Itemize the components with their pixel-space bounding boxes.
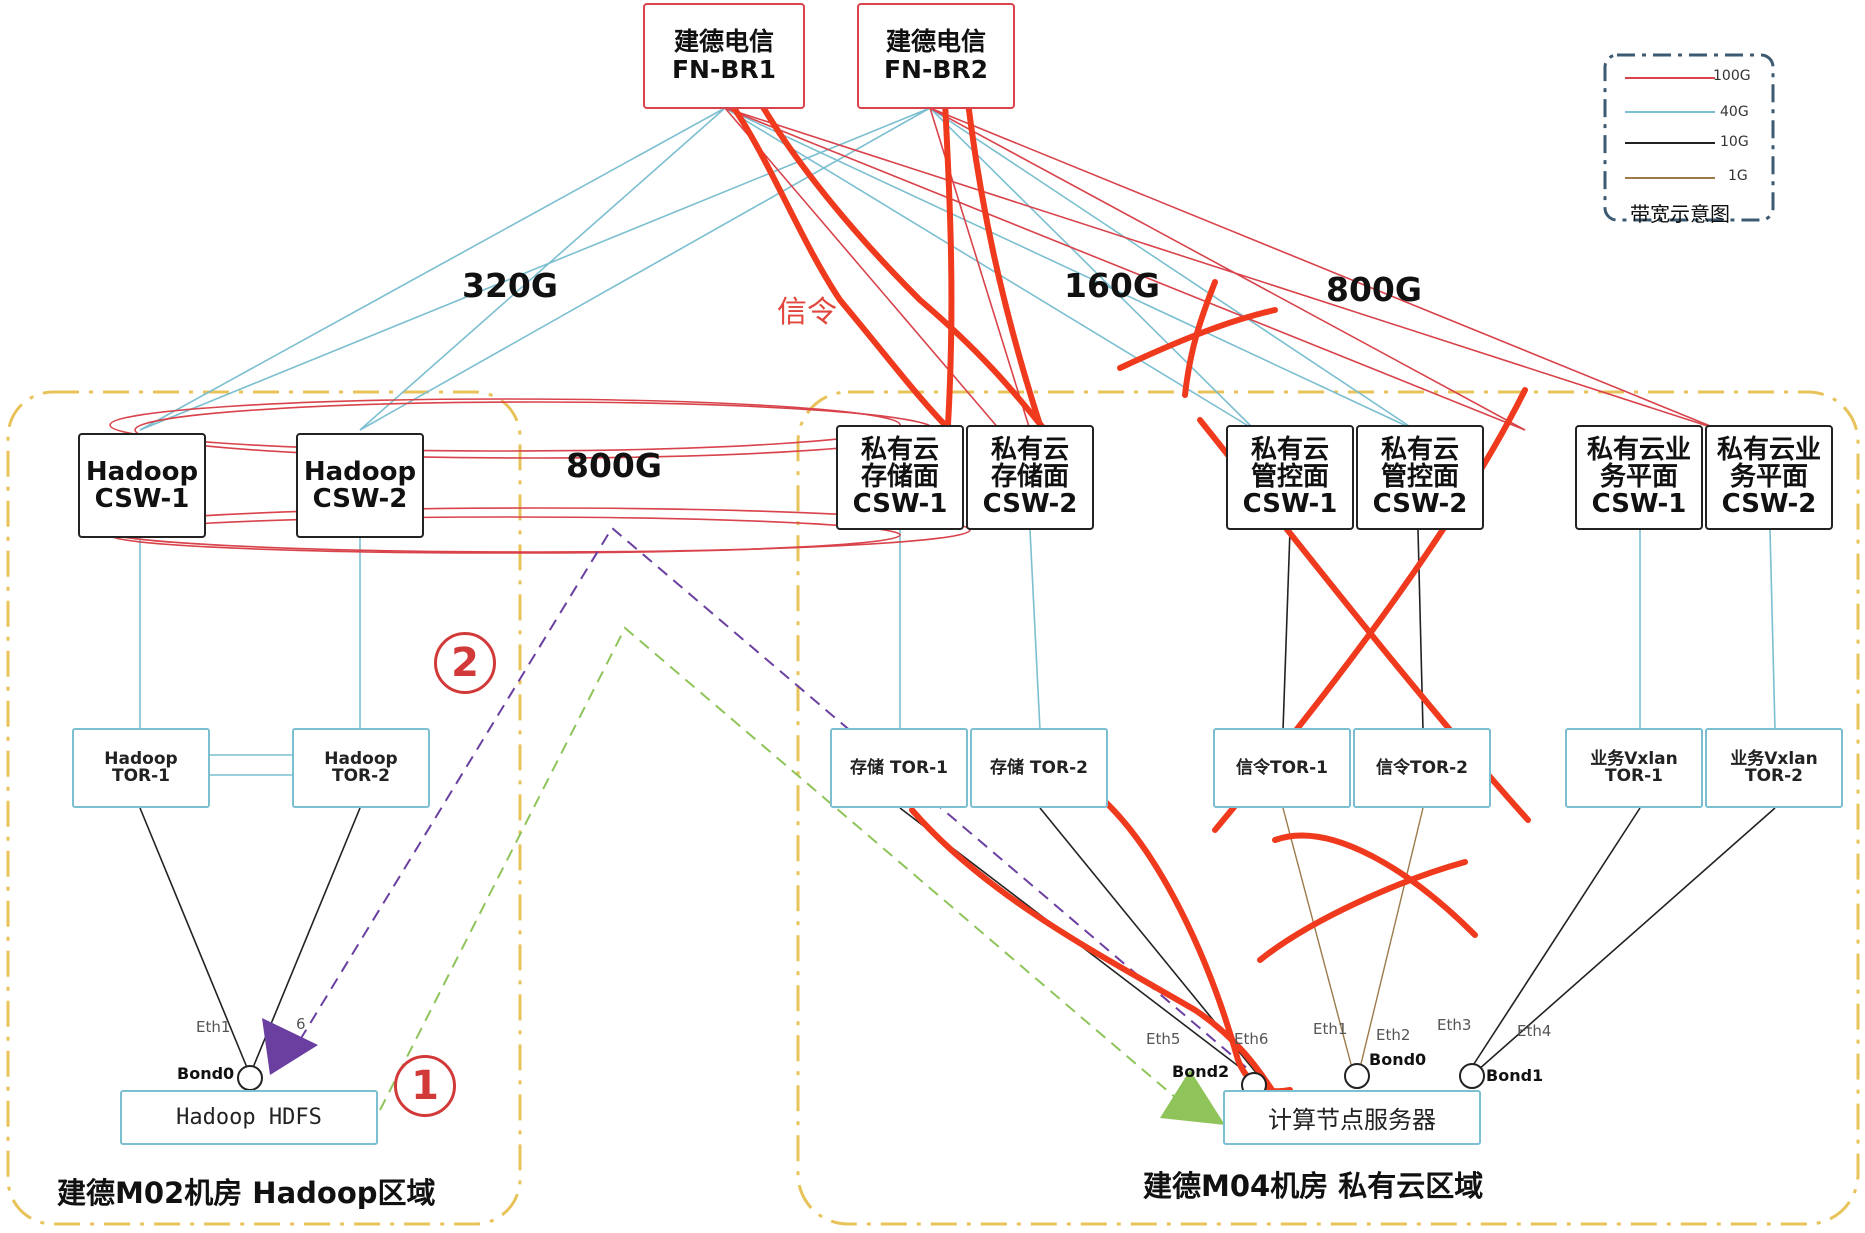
- hadoop-tor-2: Hadoop TOR-2: [292, 728, 430, 808]
- legend-box: [1603, 53, 1775, 222]
- private-cloud-zone-label: 建德M04机房 私有云区域: [1143, 1169, 1484, 1203]
- hadoop-bond0-label: Bond0: [177, 1064, 235, 1083]
- hadoop-csw-1: Hadoop CSW-1: [78, 433, 206, 538]
- legend-label-10g: 10G: [1720, 134, 1749, 150]
- compute-port-eth5: Eth5: [1146, 1030, 1181, 1048]
- legend-label-1g: 1G: [1728, 168, 1748, 184]
- step-2-marker: 2: [434, 632, 496, 694]
- step-1-marker: 1: [394, 1055, 456, 1117]
- control-csw-2: 私有云 管控面 CSW-2: [1356, 425, 1484, 530]
- private-cloud-zone-box: [796, 390, 1860, 1226]
- hadoop-port-eth1: Eth1: [196, 1018, 231, 1036]
- signal-tor-1: 信令TOR-1: [1213, 728, 1351, 808]
- compute-port-eth6: Eth6: [1234, 1030, 1269, 1048]
- fn-br2-router: 建德电信 FN-BR2: [857, 3, 1015, 109]
- compute-bond2-label: Bond2: [1172, 1062, 1230, 1081]
- traffic-path-purple: [299, 526, 1256, 1076]
- links-1g: [1282, 807, 1424, 1069]
- hadoop-port-eth6: 6: [296, 1015, 306, 1033]
- compute-node-server: 计算节点服务器: [1223, 1090, 1481, 1145]
- storage-csw-1: 私有云 存储面 CSW-1: [836, 425, 964, 530]
- hadoop-hdfs-server: Hadoop HDFS: [120, 1090, 378, 1145]
- business-csw-1: 私有云业 务平面 CSW-1: [1575, 425, 1703, 530]
- hadoop-bond0-circle: [237, 1065, 263, 1091]
- bandwidth-label-160g: 160G: [1064, 266, 1160, 305]
- vxlan-tor-2: 业务Vxlan TOR-2: [1705, 728, 1843, 808]
- legend-label-40g: 40G: [1720, 104, 1749, 120]
- compute-bond0-circle: [1344, 1063, 1370, 1089]
- compute-port-eth4: Eth4: [1517, 1022, 1552, 1040]
- purple-arrowhead: [262, 1018, 318, 1075]
- traffic-path-green: [379, 626, 1191, 1111]
- hadoop-zone-box: [6, 390, 522, 1226]
- red-hand-markers: [727, 99, 1531, 1095]
- hadoop-zone-label: 建德M02机房 Hadoop区域: [57, 1176, 436, 1210]
- compute-bond1-label: Bond1: [1486, 1066, 1544, 1085]
- signal-tor-2: 信令TOR-2: [1353, 728, 1491, 808]
- storage-tor-1: 存储 TOR-1: [830, 728, 968, 808]
- fn-br1-router: 建德电信 FN-BR1: [643, 3, 805, 109]
- business-csw-2: 私有云业 务平面 CSW-2: [1705, 425, 1833, 530]
- compute-bond0-label: Bond0: [1369, 1050, 1427, 1069]
- hadoop-tor-1: Hadoop TOR-1: [72, 728, 210, 808]
- green-arrowhead: [1160, 1070, 1225, 1125]
- legend-label-100g: 100G: [1713, 68, 1751, 84]
- legend-title: 带宽示意图: [1630, 202, 1730, 226]
- bandwidth-label-320g: 320G: [462, 266, 558, 305]
- compute-port-eth3: Eth3: [1437, 1016, 1472, 1034]
- bandwidth-label-800g-top: 800G: [1326, 270, 1422, 309]
- compute-bond1-circle: [1459, 1063, 1485, 1089]
- compute-port-eth2: Eth2: [1376, 1026, 1411, 1044]
- links-40g: [139, 107, 1776, 776]
- hadoop-csw-2: Hadoop CSW-2: [296, 433, 424, 538]
- compute-port-eth1: Eth1: [1313, 1020, 1348, 1038]
- bandwidth-label-800g-middle: 800G: [566, 446, 662, 485]
- signal-annotation: 信令: [777, 295, 837, 330]
- vxlan-tor-1: 业务Vxlan TOR-1: [1565, 728, 1703, 808]
- storage-csw-2: 私有云 存储面 CSW-2: [966, 425, 1094, 530]
- storage-tor-2: 存储 TOR-2: [970, 728, 1108, 808]
- control-csw-1: 私有云 管控面 CSW-1: [1226, 425, 1354, 530]
